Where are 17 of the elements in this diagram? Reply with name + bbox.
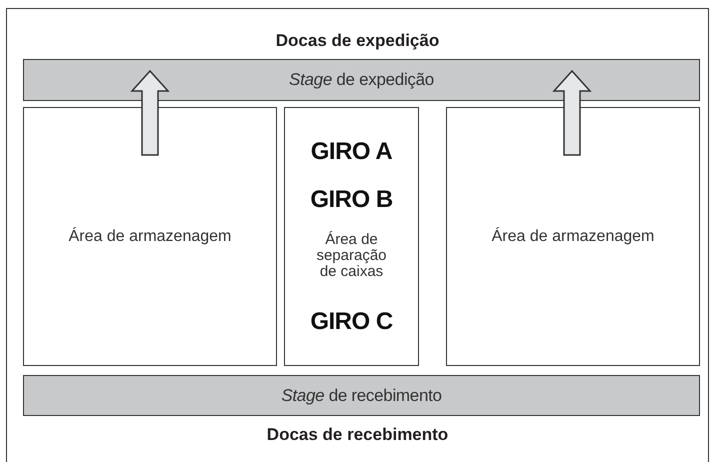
picking-area-box [284,107,419,366]
dock-label: Docas de recebimento [266,425,448,445]
stage-band [23,59,700,101]
turnover-class-label: GIRO B [310,186,393,214]
area-label: Área de armazenagem [68,228,232,246]
storage-area-box [446,107,700,366]
stage-label: Stage de recebimento [281,386,442,406]
dock-label: Docas de expedição [276,31,440,51]
turnover-class-label: GIRO C [310,308,393,336]
stage-band [23,375,700,416]
area-label: Área de armazenagem [492,228,654,246]
block-arrow [130,70,170,156]
storage-area-box [23,107,277,366]
area-label: Área de separação de caixas [315,232,388,280]
block-arrow [552,70,592,156]
turnover-class-label: GIRO A [310,138,392,166]
stage-label: Stage de expedição [289,70,434,90]
